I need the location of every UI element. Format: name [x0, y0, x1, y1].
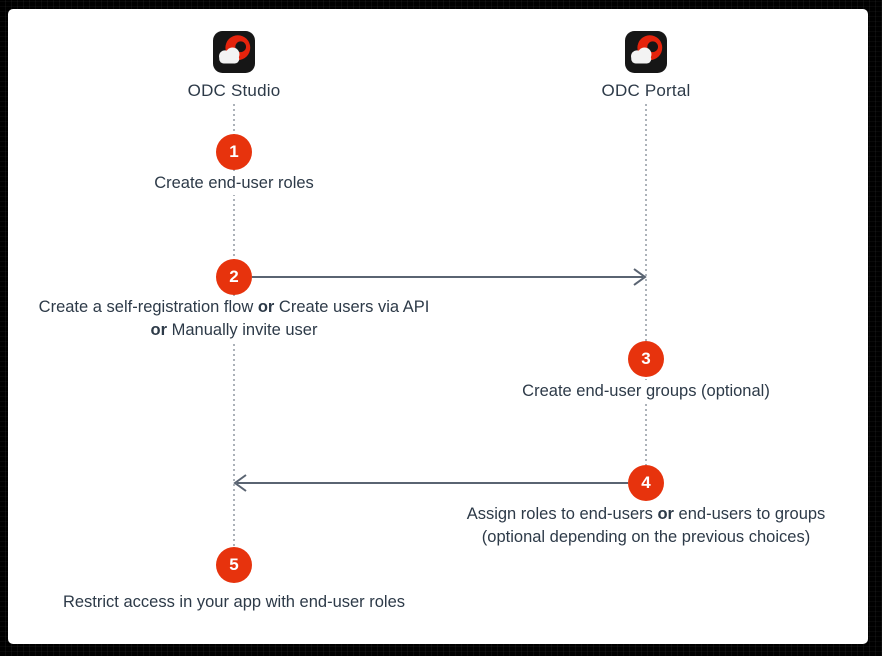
step-4-label: Assign roles to end-users or end-users t… — [461, 503, 831, 549]
step-2-label-line1: Create a self-registration flow or Creat… — [38, 298, 430, 316]
step-4-badge: 4 — [628, 465, 664, 501]
odc-cloud-app-icon — [625, 31, 667, 73]
portal-lifeline — [645, 104, 647, 465]
step-2-badge: 2 — [216, 259, 252, 295]
step-1-badge: 1 — [216, 134, 252, 170]
step-1-label: Create end-user roles — [149, 172, 319, 195]
step-5-badge: 5 — [216, 547, 252, 583]
step-4-label-line2: (optional depending on the previous choi… — [481, 528, 811, 546]
step-2-label-line2: or Manually invite user — [150, 321, 318, 339]
step-4-label-line1: Assign roles to end-users or end-users t… — [466, 505, 826, 523]
step-5-label: Restrict access in your app with end-use… — [57, 591, 411, 614]
odc-cloud-app-icon — [213, 31, 255, 73]
lane-label-odc-studio: ODC Studio — [187, 81, 281, 100]
step-3-badge: 3 — [628, 341, 664, 377]
lane-label-odc-portal: ODC Portal — [601, 81, 691, 100]
step-3-label: Create end-user groups (optional) — [517, 380, 775, 403]
step-2-label: Create a self-registration flow or Creat… — [33, 296, 435, 342]
